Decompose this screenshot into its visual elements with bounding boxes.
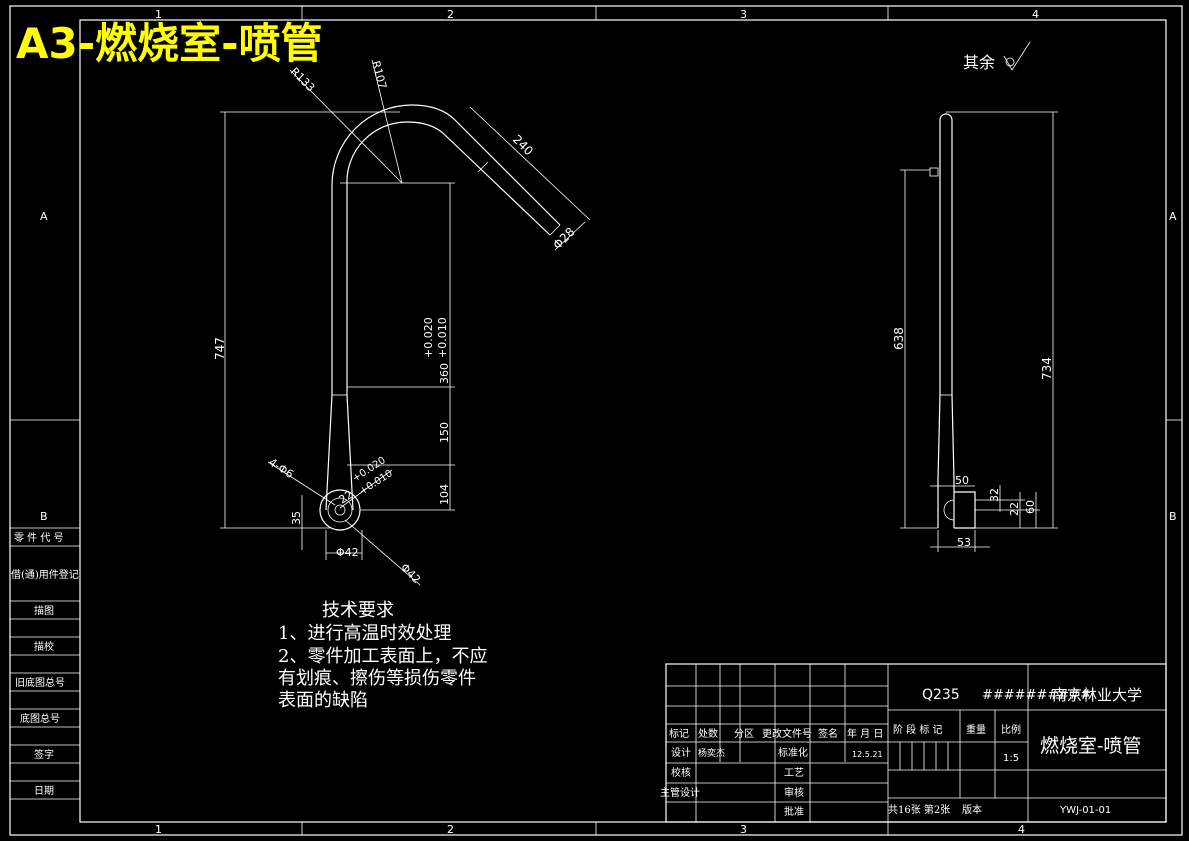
panel-label: 底图总号 — [20, 712, 60, 725]
dim-150: 150 — [438, 422, 451, 443]
dim-phi42-horizontal: Φ42 — [336, 546, 359, 559]
sheet-border — [9, 5, 1183, 836]
header-mark: 标记 — [669, 728, 689, 740]
dim-35: 35 — [290, 511, 303, 525]
technical-requirements: 技术要求 1、进行高温时效处理 2、零件加工表面上，不应 有划痕、擦伤等损伤零件… — [278, 600, 487, 711]
zone-letter: A — [40, 210, 48, 223]
design-label: 设计 — [671, 746, 691, 759]
panel-label: 借(通)用件登记 — [11, 568, 79, 581]
zone-number: 3 — [740, 8, 747, 21]
designer-name: 杨奕杰 — [698, 747, 725, 759]
dim-734: 734 — [1040, 357, 1054, 380]
zone-number: 1 — [155, 8, 162, 21]
design-date: 12.5.21 — [852, 750, 883, 759]
dim-638: 638 — [892, 327, 906, 350]
zone-number: 4 — [1032, 8, 1039, 21]
panel-label: 签字 — [34, 748, 54, 761]
stage-header: 阶 段 标 记 — [893, 723, 943, 736]
dim-phi42-diagonal: Φ42 — [398, 561, 423, 586]
zone-letter: A — [1169, 210, 1177, 223]
roughness-text: 其余 — [963, 53, 995, 72]
hash-overflow: ########## — [982, 688, 1091, 703]
dim-phi28: Φ28 — [550, 225, 577, 252]
panel-label: 零 件 代 号 — [14, 532, 64, 544]
panel-label: 旧底图总号 — [15, 676, 65, 689]
tol-360-lower: +0.010 — [436, 317, 449, 358]
header-change-doc: 更改文件号 — [762, 727, 812, 740]
dim-32: 32 — [988, 488, 1001, 502]
header-count: 处数 — [698, 727, 718, 740]
side-view-tube — [929, 113, 1040, 529]
front-view-dimensions: 747 R133 R107 240 Φ28 360 +0.020 +0.010 … — [213, 59, 591, 586]
roughness-symbol-icon — [1003, 41, 1031, 71]
zone-labels: 1 2 3 4 1 2 3 4 A B A B — [40, 8, 1177, 836]
zone-letter: B — [1169, 510, 1177, 523]
dim-r133: R133 — [288, 65, 317, 94]
panel-label: 描图 — [34, 604, 54, 617]
approve-label: 批准 — [784, 805, 804, 818]
zone-number: 3 — [740, 823, 747, 836]
scale-header: 比例 — [1001, 723, 1021, 736]
dim-240: 240 — [510, 132, 536, 158]
sheet-title: A3-燃烧室-喷管 — [16, 19, 323, 68]
drawing-number: YWJ-01-01 — [1059, 805, 1111, 816]
dim-104: 104 — [438, 484, 451, 505]
version-label: 版本 — [962, 803, 982, 816]
sheet-count: 共16张 第2张 — [888, 803, 950, 816]
school-name: 南京林业大学 — [1052, 686, 1142, 704]
tol-360-upper: +0.020 — [422, 317, 435, 358]
scale-value: 1:5 — [1003, 753, 1019, 764]
notes-line: 表面的缺陷 — [278, 690, 368, 711]
panel-label: 日期 — [34, 785, 54, 797]
dim-r107: R107 — [369, 59, 389, 90]
panel-label: 描校 — [34, 640, 54, 653]
dim-50: 50 — [955, 474, 969, 487]
standard-label: 标准化 — [778, 746, 808, 759]
zone-number: 4 — [1018, 823, 1025, 836]
review-label: 审核 — [784, 786, 804, 799]
notes-line: 2、零件加工表面上，不应 — [278, 646, 487, 667]
front-view-tube — [319, 104, 561, 531]
header-date: 年 月 日 — [847, 727, 883, 740]
notes-line: 1、进行高温时效处理 — [278, 623, 451, 644]
dim-22: 22 — [1008, 502, 1021, 516]
left-record-panel: 零 件 代 号 借(通)用件登记 描图 描校 旧底图总号 底图总号 签字 日期 — [10, 527, 80, 800]
header-zone: 分区 — [734, 728, 754, 740]
notes-line: 有划痕、擦伤等损伤零件 — [278, 668, 476, 689]
check-label: 校核 — [671, 766, 691, 779]
dim-53: 53 — [957, 536, 971, 549]
roughness-note: 其余 — [963, 41, 1031, 72]
zone-number: 2 — [447, 8, 454, 21]
dim-phi22: 22 — [337, 488, 356, 507]
dim-60: 60 — [1024, 500, 1037, 514]
notes-heading: 技术要求 — [322, 600, 394, 621]
side-view-dimensions: 638 734 50 32 22 60 53 — [892, 111, 1058, 552]
weight-header: 重量 — [966, 723, 986, 736]
zone-number: 2 — [447, 823, 454, 836]
part-name: 燃烧室-喷管 — [1040, 735, 1141, 757]
header-sign: 签名 — [818, 727, 838, 740]
dim-747: 747 — [213, 337, 227, 360]
material: Q235 — [922, 687, 960, 703]
chief-label: 主管设计 — [660, 786, 700, 799]
process-label: 工艺 — [784, 767, 804, 779]
zone-number: 1 — [155, 823, 162, 836]
zone-letter: B — [40, 510, 48, 523]
title-block: Q235 ########## 南京林业大学 燃烧室-喷管 标记 处数 分区 更… — [660, 663, 1167, 823]
dim-360: 360 — [438, 363, 451, 384]
